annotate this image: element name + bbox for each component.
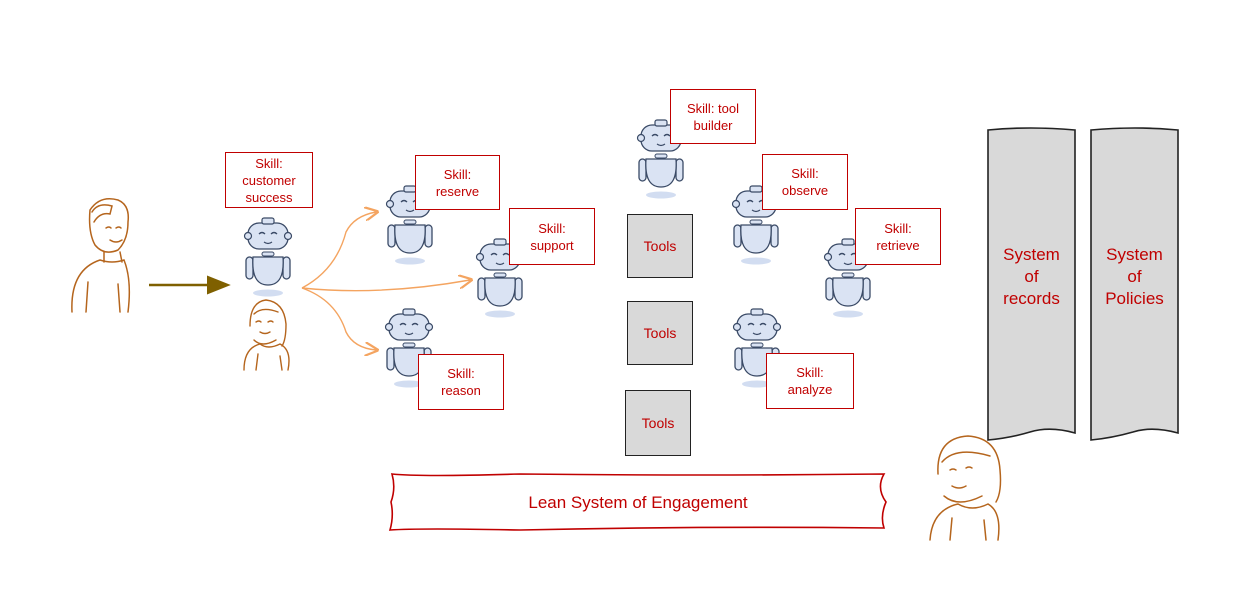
robot-icon-customer-success xyxy=(243,217,293,298)
skill-reserve-label: Skill: reserve xyxy=(415,155,500,210)
skill-reason-label: Skill: reason xyxy=(418,354,504,410)
tools-box: Tools xyxy=(627,301,693,365)
routing-arrows xyxy=(301,212,470,350)
skill-analyze-label: Skill: analyze xyxy=(766,353,854,409)
skill-tool-builder-label: Skill: tool builder xyxy=(670,89,756,144)
skill-support-label: Skill: support xyxy=(509,208,595,265)
skill-customer-success-label: Skill: customer success xyxy=(225,152,313,208)
engagement-label: Lean System of Engagement xyxy=(528,493,748,512)
skill-retrieve-label: Skill: retrieve xyxy=(855,208,941,265)
system-of-records-label: System of records xyxy=(1003,245,1060,308)
woman-person-icon xyxy=(243,299,290,371)
system-of-policies-column xyxy=(1090,127,1179,441)
engagement-banner xyxy=(388,473,887,531)
man-person-icon xyxy=(71,198,131,313)
woman-operator-person-icon xyxy=(929,435,1002,541)
tools-box: Tools xyxy=(627,214,693,278)
system-of-policies-label: System of Policies xyxy=(1105,245,1164,308)
skill-observe-label: Skill: observe xyxy=(762,154,848,210)
tools-box: Tools xyxy=(625,390,691,456)
system-of-records-column xyxy=(987,127,1076,441)
